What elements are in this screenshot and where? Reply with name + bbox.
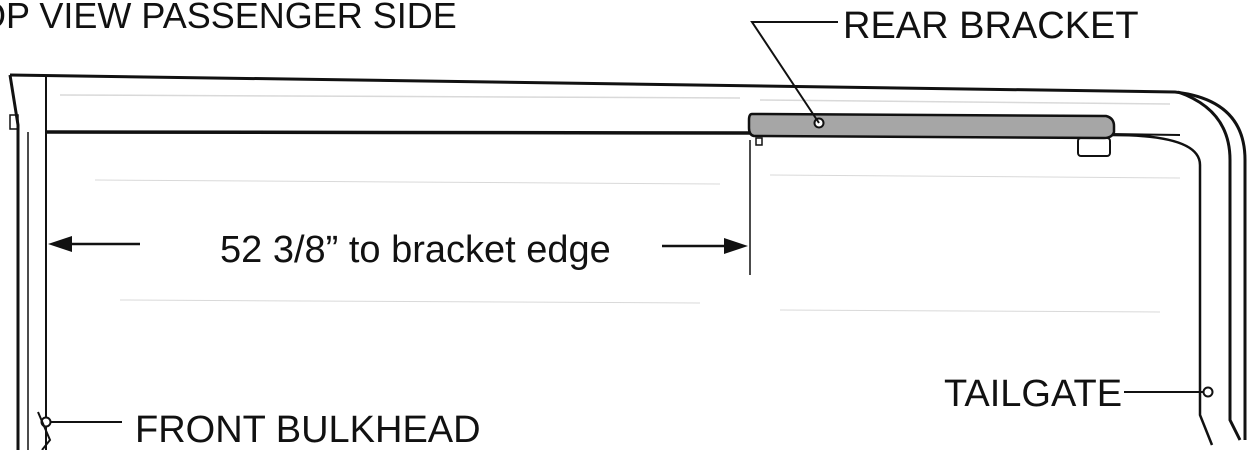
- measurement-arrow-left: [48, 236, 140, 252]
- front-bulkhead-shape: [8, 74, 52, 450]
- measurement-label: 52 3/8” to bracket edge: [220, 229, 611, 271]
- tailgate-label: TAILGATE: [944, 373, 1122, 415]
- front-bulkhead-label: FRONT BULKHEAD: [135, 409, 481, 450]
- tailgate-callout-dot: [1202, 386, 1214, 398]
- tailgate-shape: [1111, 90, 1242, 446]
- bed-rail-inner-edge: [45, 130, 753, 135]
- rear-bracket-leader-line: [750, 21, 838, 124]
- diagram-title: OP VIEW PASSENGER SIDE: [0, 0, 457, 36]
- faint-detail-lines: [59, 94, 1181, 313]
- rear-bracket-label: REAR BRACKET: [843, 5, 1139, 47]
- rear-bracket-shape: [747, 112, 1116, 275]
- measurement-arrow-right: [662, 238, 748, 254]
